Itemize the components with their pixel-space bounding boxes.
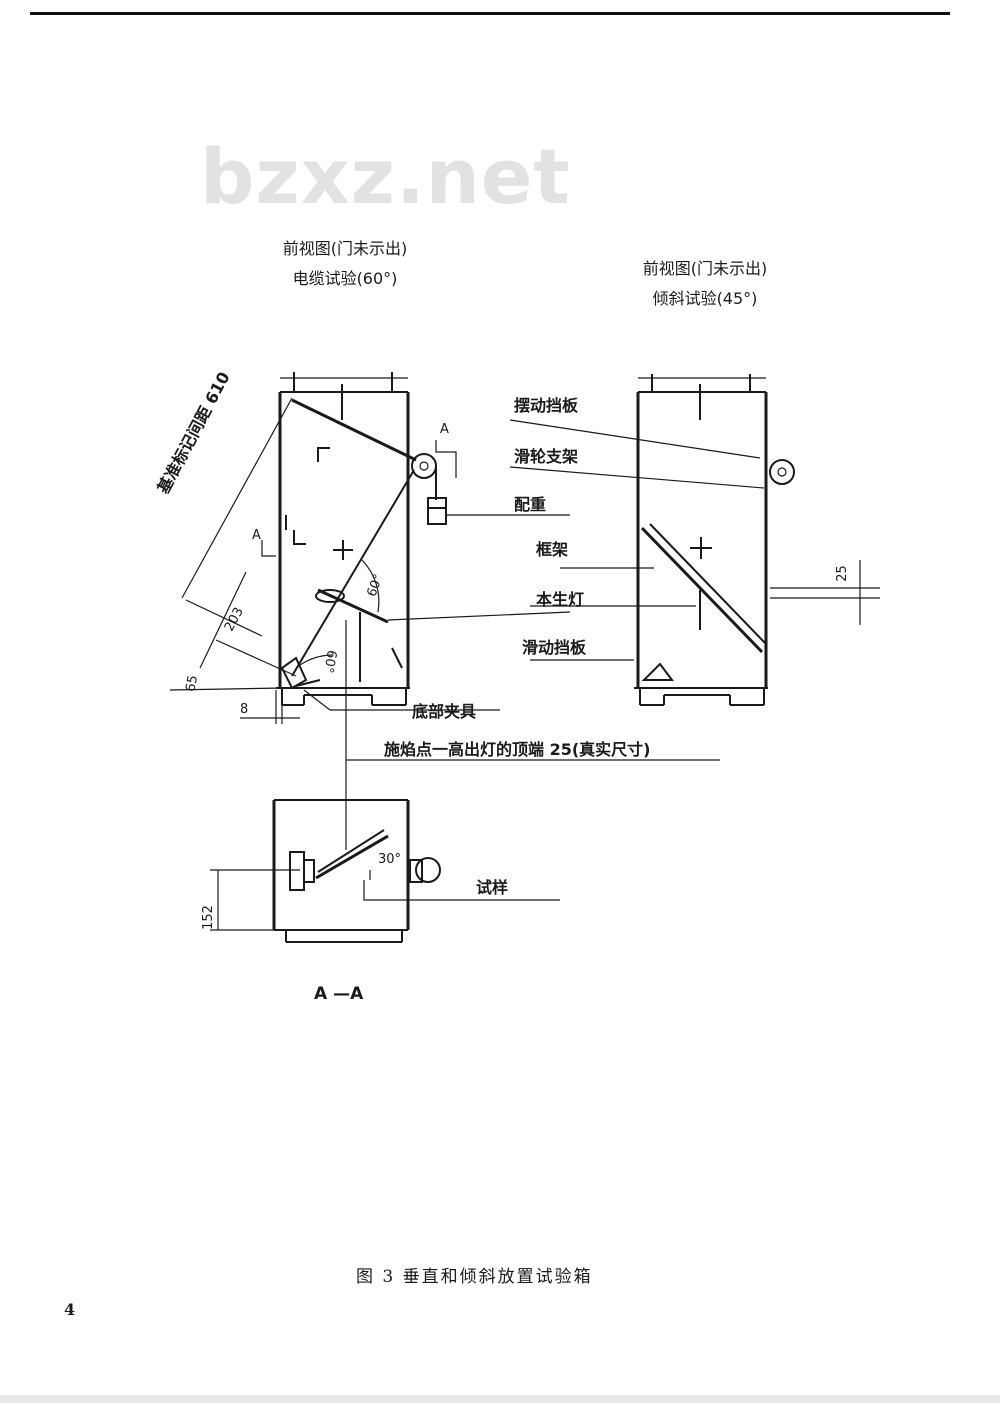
section-label: A —A — [314, 984, 364, 1004]
right-view-title: 前视图(门未示出) 倾斜试验(45°) — [610, 254, 800, 314]
dim-8: 8 — [240, 702, 249, 717]
right-cabinet — [509, 374, 880, 706]
label-sliding-baffle: 滑动挡板 — [522, 638, 587, 657]
label-counterweight: 配重 — [514, 495, 547, 514]
label-pulley-bracket: 滑轮支架 — [514, 447, 579, 466]
label-bottom-clamp: 底部夹具 — [412, 702, 477, 721]
dim-65: 65 — [183, 674, 202, 693]
angle-30: 30° — [378, 852, 402, 867]
section-aa — [210, 799, 560, 943]
label-bunsen-burner: 本生灯 — [536, 590, 585, 609]
section-mark-a-upper: A — [440, 422, 449, 437]
label-frame: 框架 — [536, 540, 569, 559]
dim-152: 152 — [200, 905, 216, 930]
label-specimen: 试样 — [476, 878, 509, 897]
figure-caption: 图 3 垂直和倾斜放置试验箱 — [356, 1267, 593, 1287]
scan-edge — [0, 1395, 1000, 1403]
dim-25: 25 — [834, 565, 850, 582]
label-ignition-point: 施焰点一高出灯的顶端 25(真实尺寸) — [384, 740, 651, 759]
right-view-title-line2: 倾斜试验(45°) — [652, 289, 758, 308]
left-view-title: 前视图(门未示出) 电缆试验(60°) — [250, 234, 440, 294]
left-view-title-line2: 电缆试验(60°) — [292, 269, 398, 288]
section-mark-a-lower: A — [252, 528, 261, 543]
watermark: bzxz.net — [200, 132, 571, 221]
label-swing-baffle: 摆动挡板 — [514, 396, 579, 415]
right-view-title-line1: 前视图(门未示出) — [642, 259, 768, 278]
left-cabinet — [169, 372, 720, 830]
header-rule — [30, 12, 950, 15]
left-view-title-line1: 前视图(门未示出) — [282, 239, 408, 258]
page-number: 4 — [64, 1300, 76, 1319]
